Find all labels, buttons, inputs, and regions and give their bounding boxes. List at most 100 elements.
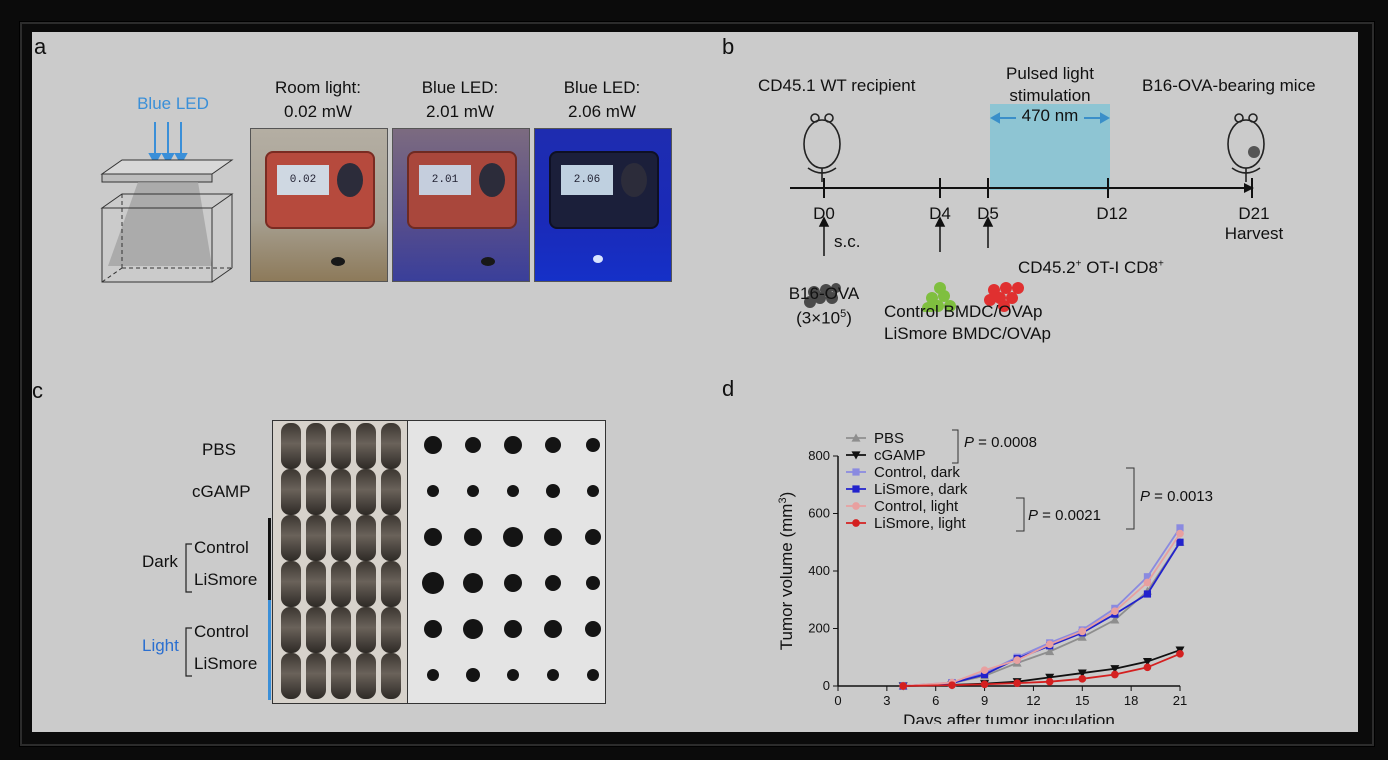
wavelength-label: 470 nm: [1021, 106, 1079, 125]
mouse-photo-cell: [306, 607, 326, 653]
tumor-photo-cell: [424, 436, 442, 454]
power-meter-2: 2.01: [407, 151, 517, 229]
tumor-photo-cell: [544, 528, 562, 546]
grid-divider: [407, 421, 408, 703]
bmdc-control-label: Control BMDC/OVAp: [884, 302, 1043, 321]
x-axis-title: Days after tumor inoculation: [903, 711, 1115, 724]
mouse-photo-cell: [356, 469, 376, 515]
mouse-photo-cell: [356, 423, 376, 469]
row-dark-lismore: LiSmore: [194, 570, 258, 589]
y-tick-label: 800: [808, 448, 830, 463]
tumor-photo-cell: [544, 620, 562, 638]
wavelength-arrows: [990, 112, 1110, 124]
tumor-photo-cell: [427, 485, 439, 497]
x-tick-label: 0: [834, 693, 841, 708]
row-pbs: PBS: [202, 440, 237, 459]
legend-marker: [852, 519, 860, 527]
recipient-label: CD45.1 WT recipient: [758, 76, 916, 95]
mouse-photo-cell: [381, 607, 401, 653]
bmdc-lismore-label: LiSmore BMDC/OVAp: [884, 324, 1051, 343]
day-d4: D4: [929, 204, 951, 223]
y-tick-label: 400: [808, 563, 830, 578]
bearing-mice-label: B16-OVA-bearing mice: [1142, 76, 1316, 95]
x-tick-label: 21: [1173, 693, 1187, 708]
legend-marker: [852, 468, 860, 476]
photo-3-title-1: Blue LED:: [563, 78, 641, 97]
tumor-photo-cell: [422, 572, 444, 594]
tumor-photo-cell: [463, 573, 483, 593]
mouse-photo-cell: [281, 561, 301, 607]
mouse-photo-cell: [281, 423, 301, 469]
data-point: [980, 680, 989, 689]
x-tick-label: 15: [1075, 693, 1089, 708]
data-point: [980, 666, 989, 675]
tumor-photo-cell: [587, 485, 599, 497]
data-point: [1176, 524, 1184, 532]
mouse-photo-cell: [306, 653, 326, 699]
mouse-photo-cell: [281, 515, 301, 561]
tumor-photo-cell: [507, 669, 519, 681]
legend-label: LiSmore, dark: [874, 481, 968, 498]
panel-d-label: d: [722, 376, 735, 401]
b16-label: B16-OVA: [788, 284, 860, 303]
data-point: [1013, 679, 1021, 687]
data-point: [1176, 538, 1184, 546]
row-dark-control: Control: [194, 538, 249, 557]
data-point: [1143, 578, 1152, 587]
legend-marker: [852, 485, 860, 493]
tumor-photo-cell: [547, 669, 559, 681]
legend-marker: [852, 502, 860, 510]
tumor-photo-cell: [587, 669, 599, 681]
x-tick-label: 9: [981, 693, 988, 708]
mouse-2: [481, 257, 495, 266]
light-group-bar: [268, 600, 271, 700]
data-point: [1077, 632, 1087, 641]
photo-2-title-2: 2.01 mW: [425, 102, 495, 121]
bracket-pbs-cgamp: [952, 429, 959, 464]
meter-reading-1: 0.02: [277, 165, 329, 195]
x-tick-label: 6: [932, 693, 939, 708]
stim-line-2: stimulation: [1009, 86, 1091, 105]
row-light-lismore: LiSmore: [194, 654, 258, 673]
power-meter-3: 2.06: [549, 151, 659, 229]
y-tick-label: 600: [808, 506, 830, 521]
harvest-label: Harvest: [1224, 224, 1284, 243]
photo-1-title-1: Room light:: [275, 78, 361, 97]
data-point: [1045, 647, 1055, 656]
blue-led-label: Blue LED: [137, 94, 209, 113]
data-point: [1110, 615, 1120, 624]
row-cgamp: cGAMP: [192, 482, 251, 501]
stim-line-1: Pulsed light: [1006, 64, 1094, 83]
tumor-photo-cell: [424, 528, 442, 546]
series-line: [903, 649, 1181, 687]
series-pbs: [898, 537, 1185, 690]
photo-2-title-1: Blue LED:: [421, 78, 499, 97]
tumor-photo-cell: [463, 619, 483, 639]
mouse-1: [331, 257, 345, 266]
data-point: [1111, 607, 1119, 616]
p-value-3: P = 0.0013: [1140, 488, 1213, 505]
mouse-photo-cell: [356, 561, 376, 607]
group-brackets: [185, 543, 192, 677]
figure-frame: [20, 22, 1374, 746]
mouse-photo-cell: [381, 561, 401, 607]
y-tick-label: 0: [823, 678, 830, 693]
x-tick-label: 3: [883, 693, 890, 708]
data-point: [1077, 669, 1087, 678]
data-point: [1013, 656, 1021, 664]
series-control-dark: [899, 524, 1184, 690]
mouse-3: [593, 255, 603, 263]
data-point: [1142, 657, 1152, 667]
mouse-photo-cell: [381, 515, 401, 561]
legend-label: Control, light: [874, 498, 959, 515]
b16-count: (3×105): [796, 308, 852, 328]
data-point: [1110, 665, 1120, 674]
tumor-photo-cell: [586, 576, 600, 590]
meter-reading-2: 2.01: [419, 165, 471, 195]
mouse-photo-cell: [306, 561, 326, 607]
tumor-photo-cell: [546, 484, 560, 498]
data-point: [1045, 673, 1055, 682]
